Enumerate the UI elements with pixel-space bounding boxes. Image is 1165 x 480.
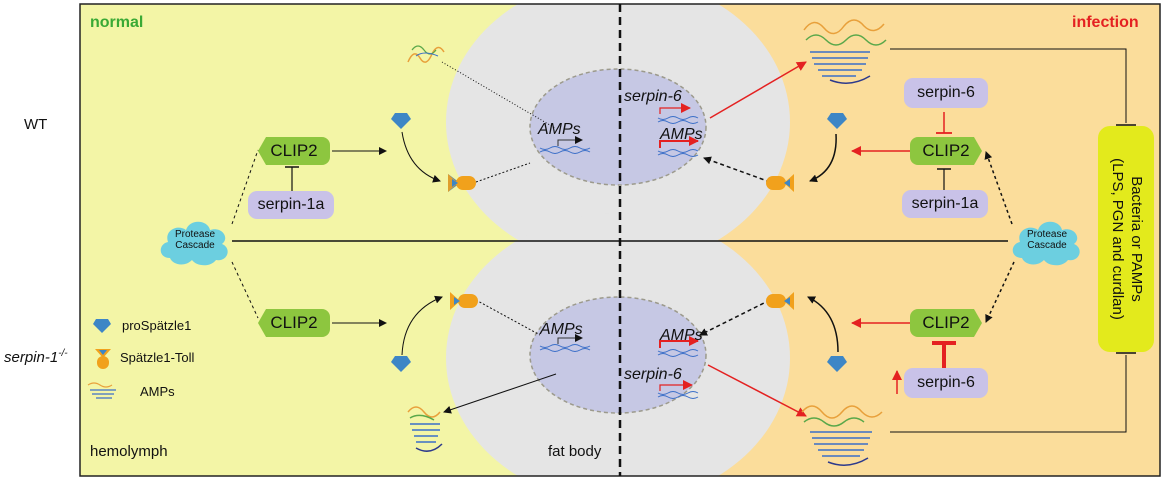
legend-prospatzle-icon — [93, 319, 111, 333]
normal-label: normal — [90, 14, 144, 31]
left-connections — [231, 61, 557, 414]
mutant-row-label-main: serpin-1 — [4, 349, 59, 366]
nucleus-top — [529, 68, 707, 186]
legend-amps-label: AMPs — [140, 384, 175, 399]
clip2-label: CLIP2 — [922, 141, 970, 160]
amps-icon — [407, 406, 443, 452]
amps-icon — [803, 19, 887, 84]
clip2-label: CLIP2 — [270, 141, 318, 160]
clip2-box: CLIP2 — [910, 137, 982, 165]
legend-spatzle-toll-label: Spätzle1-Toll — [120, 350, 195, 365]
amps-gene-label: AMPs — [538, 121, 581, 138]
hemolymph-label: hemolymph — [90, 443, 168, 460]
mutant-row-label: serpin-1-/- — [4, 348, 68, 366]
tx-arrow — [659, 336, 699, 348]
clip2-label: CLIP2 — [922, 313, 970, 332]
amps-gene-label: AMPs — [540, 321, 583, 338]
clip2-label: CLIP2 — [270, 313, 318, 332]
serpin-6-box: serpin-6 — [904, 368, 988, 398]
wt-row-label: WT — [24, 116, 48, 133]
serpin-6-gene-label: serpin-6 — [624, 366, 682, 383]
prospatzle-icon — [827, 356, 847, 372]
amps-gene-label: AMPs — [660, 327, 703, 344]
legend-spatzle-toll-icon — [95, 349, 111, 369]
infection-label: infection — [1072, 14, 1139, 31]
tx-arrow — [659, 136, 699, 148]
right-connections — [699, 133, 1015, 353]
dna-strands — [539, 116, 699, 399]
legend-prospatzle-label: proSpätzle1 — [122, 318, 192, 333]
red-arrows — [707, 61, 910, 417]
clip2-box: CLIP2 — [258, 309, 330, 337]
prospatzle-icon — [391, 356, 411, 372]
spatzle-toll-icon — [766, 174, 794, 192]
spatzle-toll-icon — [448, 174, 476, 192]
prospatzle-icon — [391, 113, 411, 129]
protease-cascade-cloud-left — [160, 221, 228, 266]
spatzle-toll-icon — [450, 292, 478, 310]
nucleus-bottom — [529, 296, 707, 414]
fat-body-label: fat body — [548, 443, 602, 460]
protease-cascade-cloud-right — [1012, 221, 1080, 266]
serpin-6-gene-label: serpin-6 — [624, 88, 682, 105]
amps-gene-label: AMPs — [660, 126, 703, 143]
spatzle-toll-icon — [766, 292, 794, 310]
serpin-1a-box: serpin-1a — [248, 191, 334, 219]
serpin-6-box: serpin-6 — [904, 78, 988, 108]
prospatzle-icon — [827, 113, 847, 129]
tx-arrow — [659, 103, 691, 114]
clip2-box: CLIP2 — [910, 309, 982, 337]
tx-arrow — [557, 136, 583, 146]
legend-amps-icon — [87, 382, 116, 399]
tx-arrow — [557, 334, 583, 344]
serpin-1a-box: serpin-1a — [902, 190, 988, 218]
pamps-label: Bacteria or PAMPs(LPS, PGN and curdlan) — [1109, 158, 1145, 320]
clip2-box: CLIP2 — [258, 137, 330, 165]
mutant-row-label-sup: -/- — [58, 348, 68, 359]
amps-icon — [407, 45, 445, 63]
pamps-box — [1098, 126, 1154, 352]
tx-arrow — [659, 380, 693, 391]
amps-icon — [801, 405, 883, 466]
